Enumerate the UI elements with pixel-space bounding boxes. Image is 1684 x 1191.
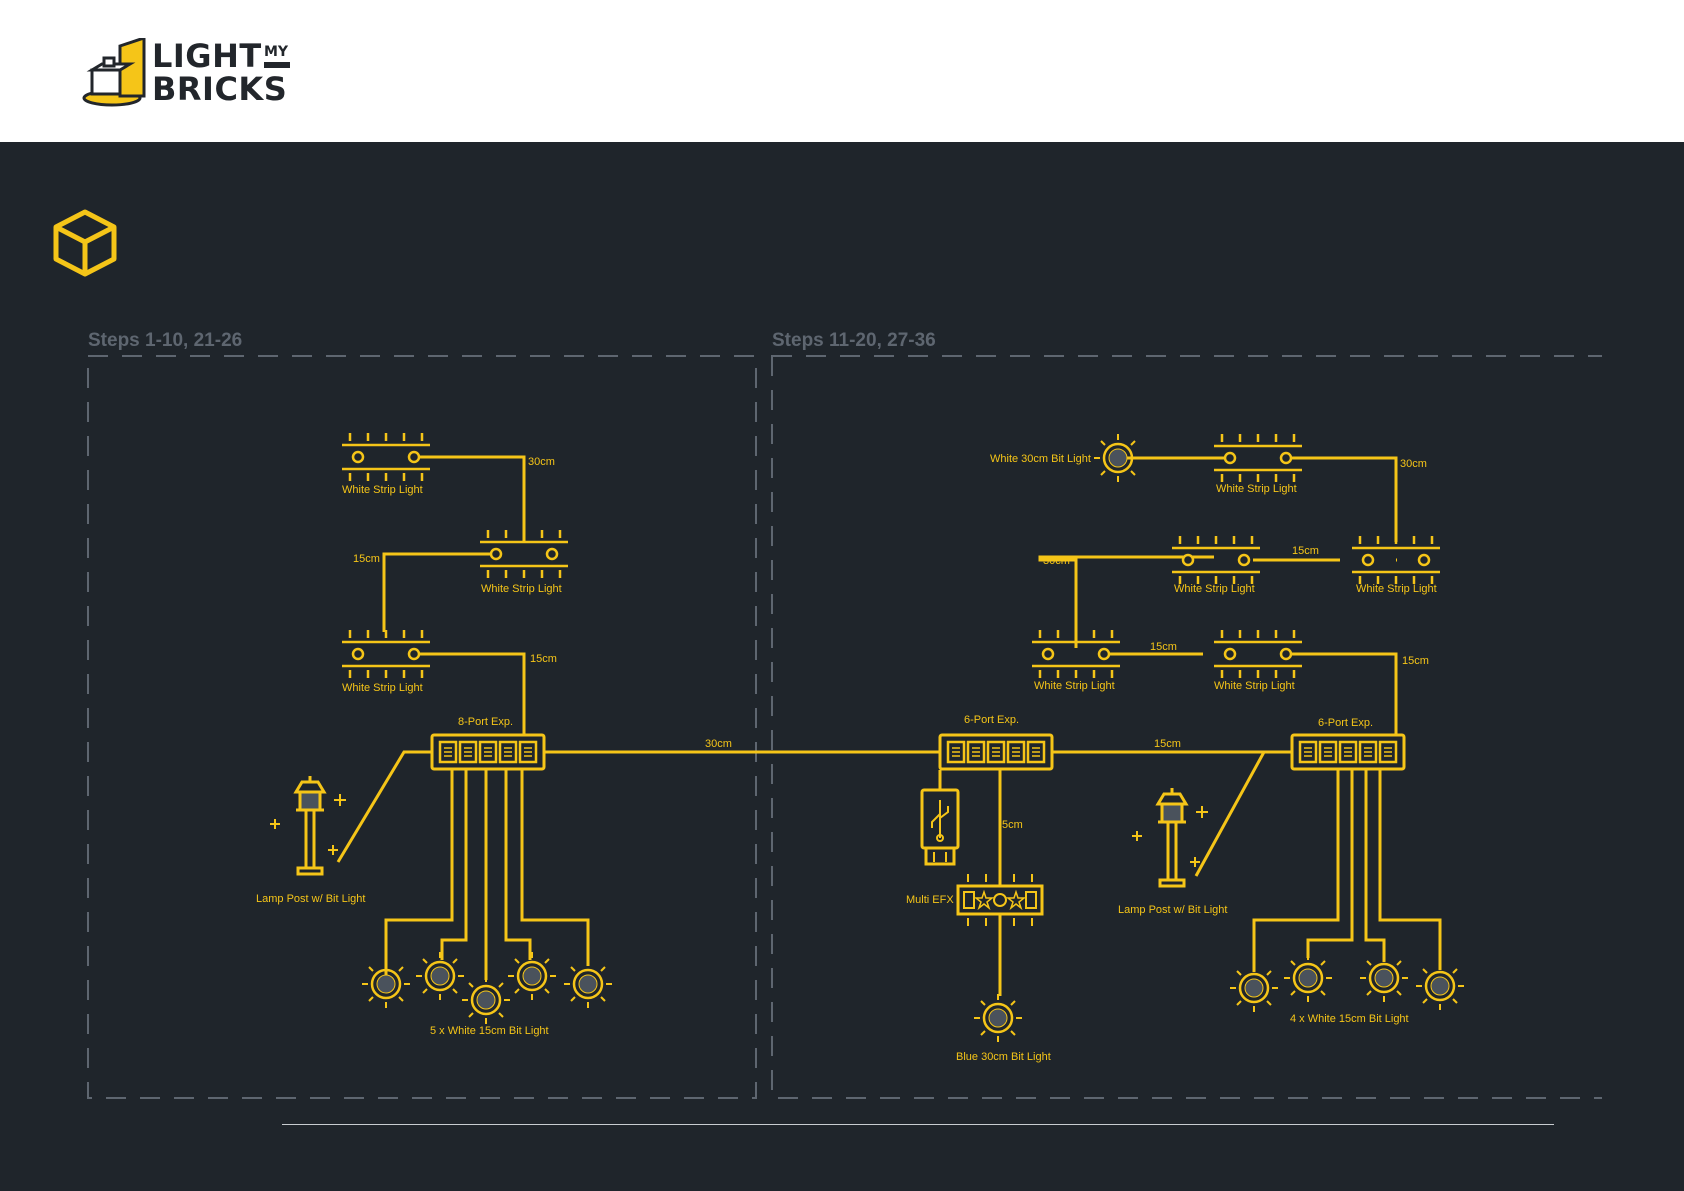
label-strip-b5: White Strip Light <box>1214 680 1295 692</box>
light-my-bricks-logo[interactable]: LIGHT BRICKS MY <box>82 35 302 116</box>
label-efx: Multi EFX <box>906 894 954 906</box>
strip-light-b2 <box>1170 534 1262 586</box>
header: LIGHT BRICKS MY <box>0 0 1684 142</box>
label-strip-b1: White Strip Light <box>1216 483 1297 495</box>
bit-light-a5 <box>562 958 614 1010</box>
section-frame-right <box>771 355 1605 1099</box>
strip-light-a2 <box>478 528 570 580</box>
logo-line-bricks: BRICKS <box>152 70 288 108</box>
label-len-b1: 30cm <box>1400 458 1427 470</box>
label-len-b-hub: 15cm <box>1154 738 1181 750</box>
bit-light-a2 <box>414 950 466 1002</box>
bit-light-blue <box>972 992 1024 1044</box>
bit-light-a4 <box>506 950 558 1002</box>
label-hub-a: 8-Port Exp. <box>458 716 513 728</box>
bit-light-a3 <box>460 974 512 1026</box>
label-strip-a1: White Strip Light <box>342 484 423 496</box>
label-lamp-a: Lamp Post w/ Bit Light <box>256 893 365 905</box>
label-len-b5: 15cm <box>1402 655 1429 667</box>
strip-light-a3 <box>340 628 432 680</box>
strip-light-b4 <box>1030 628 1122 680</box>
label-strip-b2: White Strip Light <box>1174 583 1255 595</box>
cube-icon <box>53 209 117 277</box>
section-title-right: Steps 11-20, 27-36 <box>772 330 936 351</box>
usb-power-icon <box>920 770 960 866</box>
hub-6port-c <box>1290 733 1406 771</box>
label-hub-c: 6-Port Exp. <box>1318 717 1373 729</box>
multi-efx-controller <box>956 874 1044 926</box>
logo-wordmark: LIGHT BRICKS <box>152 40 287 105</box>
label-len-b4: 15cm <box>1150 641 1177 653</box>
label-len-b3: 30cm <box>1043 555 1070 567</box>
label-len-5cm: 5cm <box>1002 819 1023 831</box>
label-len-b2: 15cm <box>1292 545 1319 557</box>
label-strip-b3: White Strip Light <box>1356 583 1437 595</box>
label-bits-b: 4 x White 15cm Bit Light <box>1290 1013 1409 1025</box>
label-hub-b: 6-Port Exp. <box>964 714 1019 726</box>
label-strip-a3: White Strip Light <box>342 682 423 694</box>
label-lamp-b: Lamp Post w/ Bit Light <box>1118 904 1227 916</box>
hub-6port-b <box>938 733 1054 771</box>
label-len-a3: 15cm <box>530 653 557 665</box>
strip-light-b5 <box>1212 628 1304 680</box>
logo-bar <box>264 62 290 68</box>
label-blue: Blue 30cm Bit Light <box>956 1051 1051 1063</box>
main-panel <box>0 142 1684 1191</box>
lamp-post-b <box>1130 786 1210 888</box>
brick-bulb-icon <box>82 35 146 107</box>
label-bits-a: 5 x White 15cm Bit Light <box>430 1025 549 1037</box>
strip-light-b1 <box>1212 432 1304 484</box>
logo-line-light: LIGHT <box>152 37 262 75</box>
bit-light-b2 <box>1282 952 1334 1004</box>
logo-my: MY <box>264 44 289 60</box>
label-strip-a2: White Strip Light <box>481 583 562 595</box>
footer-divider <box>282 1124 1554 1125</box>
label-white30: White 30cm Bit Light <box>990 453 1091 465</box>
strip-light-a1 <box>340 431 432 483</box>
label-strip-b4: White Strip Light <box>1034 680 1115 692</box>
section-title-left: Steps 1-10, 21-26 <box>88 330 242 351</box>
lamp-post-a <box>268 774 348 876</box>
label-len-a2: 15cm <box>353 553 380 565</box>
label-len-link: 30cm <box>705 738 732 750</box>
label-len-a1: 30cm <box>528 456 555 468</box>
hub-8port <box>430 733 546 771</box>
section-frame-left <box>87 355 757 1099</box>
